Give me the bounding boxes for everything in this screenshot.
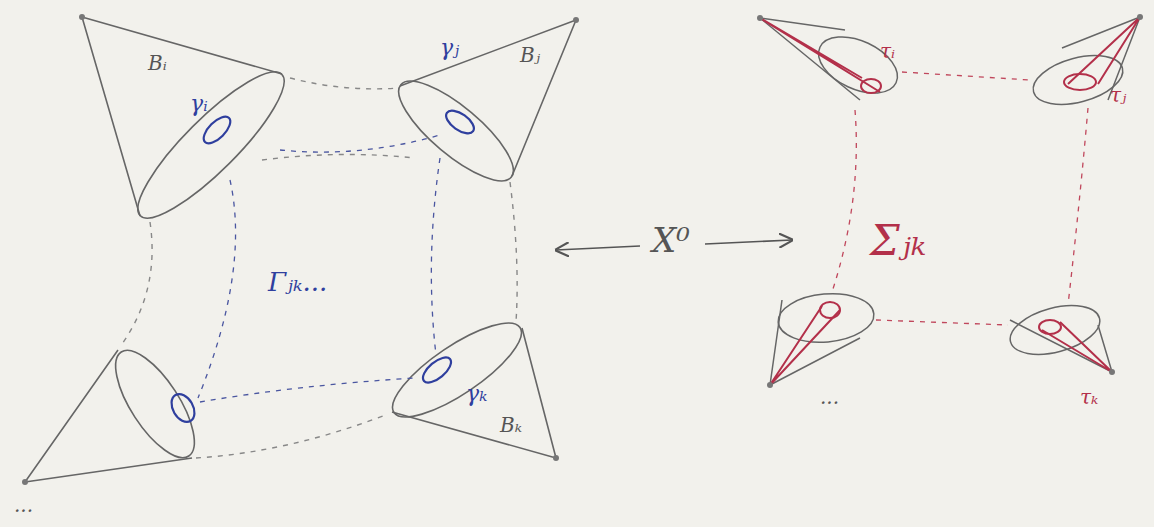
curve-label: γₖ: [466, 382, 487, 406]
space-label: X⁰: [652, 222, 690, 259]
cone-label: Bₖ: [500, 414, 522, 436]
region-label: Σⱼₖ: [870, 218, 926, 264]
cone-label: τₖ: [1080, 386, 1098, 408]
curve-label: γᵢ: [190, 92, 208, 116]
region-label: Γⱼₖ...: [268, 268, 327, 297]
cone-label: Bⱼ: [520, 44, 540, 66]
cone-label: Bᵢ: [148, 52, 167, 74]
cone-label: τⱼ: [1110, 84, 1126, 106]
cone-label: τᵢ: [880, 40, 895, 62]
ellipsis: ...: [820, 386, 839, 408]
curve-label: γⱼ: [440, 36, 459, 60]
ellipsis: ...: [14, 494, 33, 516]
